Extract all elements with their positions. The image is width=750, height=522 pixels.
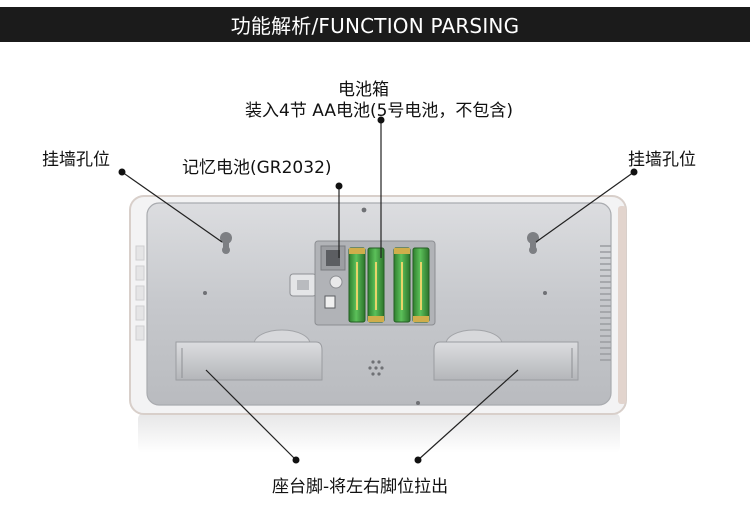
- hang-hole-right-label: 挂墙孔位: [628, 150, 696, 170]
- title-bar: 功能解析/FUNCTION PARSING: [0, 7, 750, 42]
- page-title: 功能解析/FUNCTION PARSING: [230, 14, 520, 38]
- memory-battery-label: 记忆电池(GR2032): [182, 158, 332, 178]
- callout-lines: [121, 121, 635, 461]
- speaker-holes: [368, 360, 384, 376]
- side-buttons: [135, 245, 145, 341]
- frame-edge: [618, 206, 626, 404]
- stand-foot-right: [433, 329, 579, 381]
- device-reflection: [138, 413, 620, 453]
- screw-left: [203, 291, 207, 295]
- screw-top: [361, 207, 367, 213]
- vent-grille: [600, 245, 611, 361]
- screw-bottom: [416, 401, 420, 405]
- memory-battery-switch: [289, 273, 317, 297]
- callout-dots: [118, 116, 638, 464]
- hang-hole-left: [220, 232, 232, 254]
- hang-hole-left-label: 挂墙孔位: [42, 150, 110, 170]
- screw-right: [543, 291, 547, 295]
- battery-box-desc: 装入4节 AA电池(5号电池，不包含): [245, 101, 514, 121]
- stand-label: 座台脚-将左右脚位拉出: [272, 477, 449, 497]
- battery-box-title: 电池箱: [338, 80, 389, 100]
- aa-batteries: [348, 247, 430, 323]
- hang-hole-right: [527, 232, 539, 254]
- stand-foot-left: [175, 329, 323, 381]
